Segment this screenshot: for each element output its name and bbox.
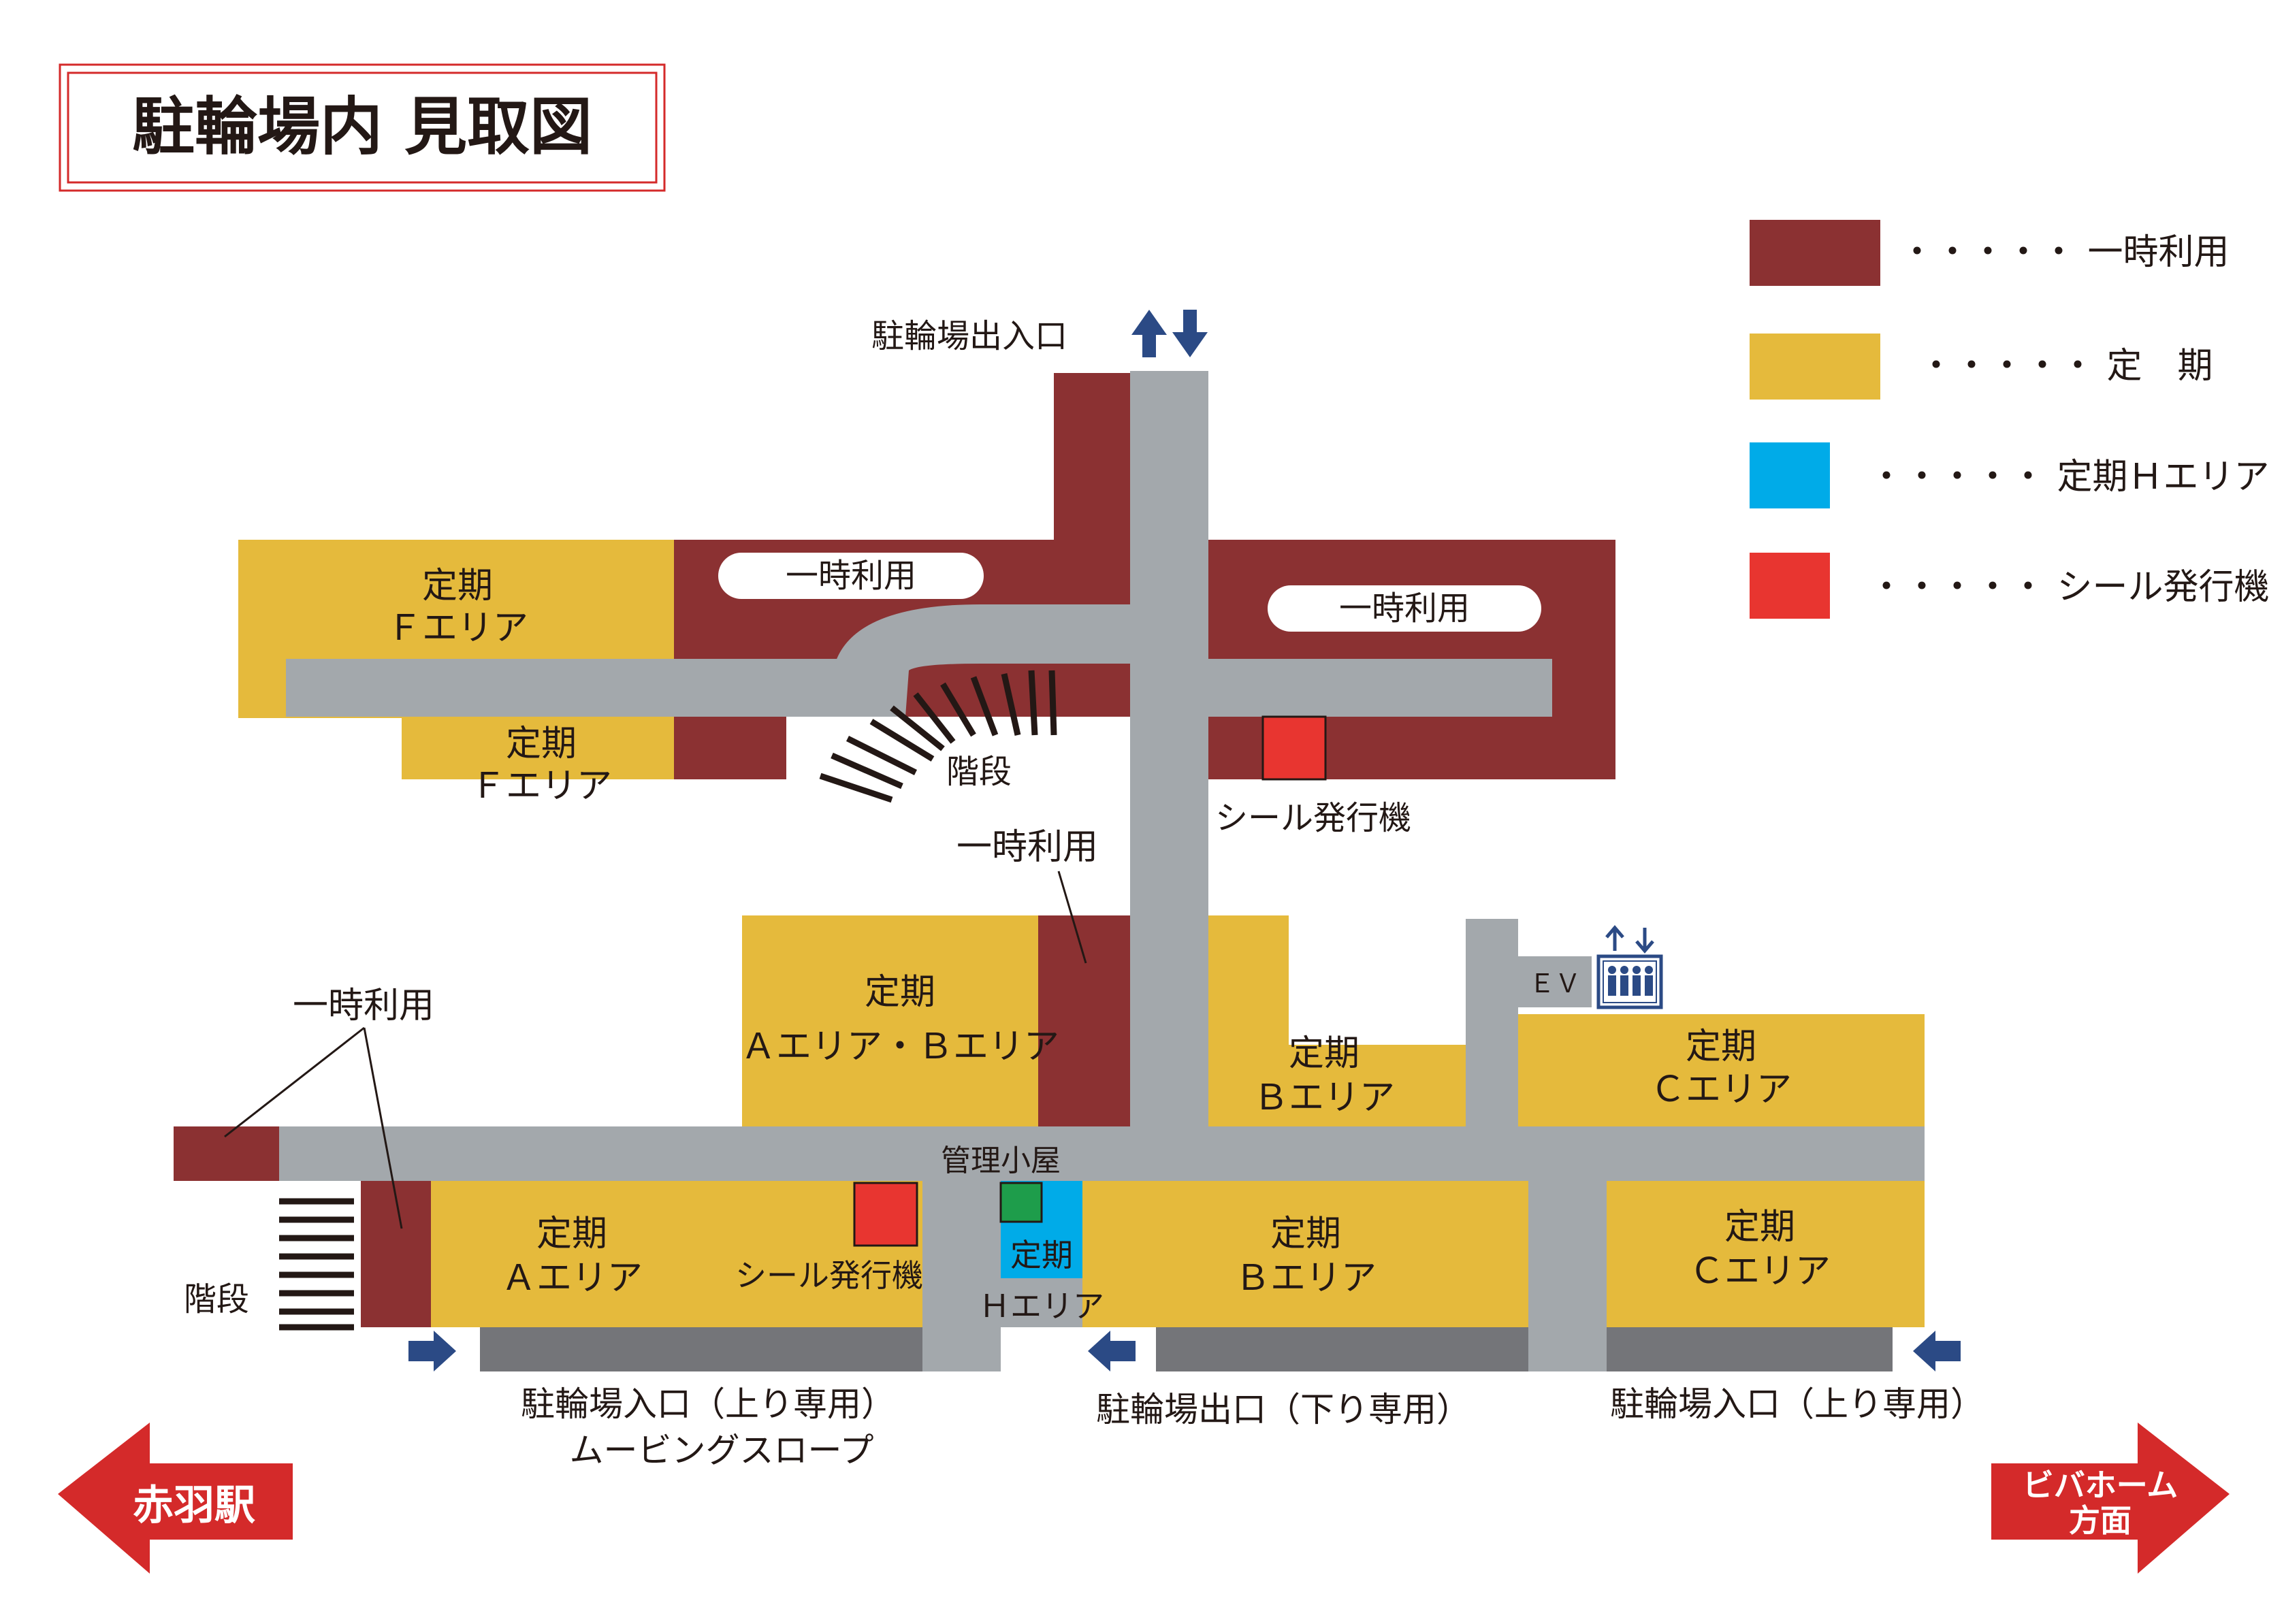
b-area-lower-label-b: Ｂエリア	[1235, 1258, 1377, 1299]
temp-pill-left	[718, 553, 984, 599]
legend-label-temporary: ・・・・・ 一時利用	[1899, 232, 2230, 273]
office-icon	[999, 1182, 1043, 1223]
stairs-lower-label: 階段	[184, 1280, 249, 1318]
entrance-up-1-label: 駐輪場入口（上り専用）	[521, 1384, 895, 1424]
stairs-lower-icon	[279, 1198, 354, 1331]
legend-swatch-h-area	[1750, 442, 1830, 508]
h-area-label-a: 定期	[1010, 1237, 1073, 1273]
regular-zone-ab	[742, 915, 1038, 1126]
entrance-up-2-label: 駐輪場入口（上り専用）	[1610, 1384, 1984, 1424]
c-area-upper-label-a: 定期	[1686, 1026, 1756, 1067]
ev-label: ＥＶ	[1529, 969, 1581, 998]
exit-down-label: 駐輪場出口（下り専用）	[1096, 1390, 1470, 1429]
ab-area-label-b: Ａエリア・Ｂエリア	[741, 1026, 1059, 1067]
aisle-h-gap	[1001, 1278, 1082, 1327]
legend-label-sticker: ・・・・・ シール発行機	[1869, 567, 2270, 608]
regular-zone-f-2	[402, 718, 674, 779]
slope-strip-right	[1607, 1327, 1893, 1371]
temp-left-label: 一時利用	[293, 986, 434, 1026]
temp-left-pointer-b	[363, 1027, 403, 1229]
aisle-lower-vertical-left	[922, 1181, 1001, 1371]
b-area-upper-label-b: Ｂエリア	[1253, 1077, 1395, 1118]
temp-zone-mid	[1038, 915, 1130, 1126]
c-area-lower-label-b: Ｃエリア	[1689, 1251, 1831, 1292]
b-area-upper-label-a: 定期	[1289, 1033, 1360, 1074]
aisle-upper-east	[1208, 659, 1552, 717]
slope-strip-mid	[1156, 1327, 1528, 1371]
legend-label-h-area: ・・・・・ 定期Ｈエリア	[1869, 457, 2270, 498]
left-arrow-icon	[1088, 1331, 1136, 1371]
main-entrance-label: 駐輪場出入口	[871, 317, 1067, 355]
legend-swatch-sticker	[1750, 553, 1830, 619]
regular-zone-c-lower	[1607, 1181, 1925, 1327]
sticker-machine-upper	[1261, 715, 1327, 781]
aisle-ev-vertical	[1466, 919, 1518, 1126]
a-area-label-b: Ａエリア	[501, 1258, 643, 1299]
regular-zone-b-upper-tall	[1208, 915, 1289, 1126]
slope-strip-left	[480, 1327, 922, 1371]
direction-left-label: 赤羽駅	[133, 1482, 255, 1529]
temp-pill-right	[1268, 585, 1541, 632]
temp-zone-upper-small	[674, 717, 786, 779]
direction-right-label-2: 方面	[2069, 1502, 2132, 1539]
elevator-icon	[1596, 925, 1663, 1009]
temp-mid-label: 一時利用	[956, 827, 1098, 868]
c-area-lower-label-a: 定期	[1724, 1207, 1795, 1248]
legend: ・・・・・ 一時利用 ・・・・・ 定 期 ・・・・・ 定期Ｈエリア ・・・・・ …	[1750, 220, 2270, 619]
f-area-1-label-a: 定期	[422, 566, 493, 606]
temp-pill-left-label: 一時利用	[786, 557, 916, 595]
f-area-2-label-a: 定期	[506, 724, 577, 764]
ab-area-label-a: 定期	[865, 972, 935, 1013]
temp-zone-lower-left	[361, 1181, 431, 1327]
direction-left-arrow: 赤羽駅	[58, 1423, 293, 1574]
temp-zone-north	[1054, 373, 1130, 540]
title-box: 駐輪場内 見取図	[59, 63, 666, 192]
regular-zone-a	[431, 1181, 922, 1327]
aisle-lower-vertical-right	[1528, 1181, 1607, 1371]
temp-left-pointer-a	[224, 1026, 365, 1138]
aisle-upper-west	[286, 659, 844, 717]
stairs-upper-label: 階段	[946, 753, 1012, 791]
regular-zone-b-lower	[1082, 1181, 1528, 1327]
regular-zone-c-upper	[1518, 1014, 1925, 1126]
regular-zone-b-upper	[1289, 1045, 1466, 1126]
right-arrow-icon	[408, 1331, 456, 1371]
temp-mid-pointer	[1057, 871, 1087, 964]
office-label: 管理小屋	[941, 1143, 1061, 1178]
c-area-upper-label-b: Ｃエリア	[1650, 1069, 1792, 1110]
left-arrow-icon-2	[1913, 1331, 1961, 1371]
legend-label-regular: ・・・・・ 定 期	[1918, 346, 2213, 387]
direction-right-arrow: ビバホーム 方面	[1991, 1423, 2230, 1574]
aisle-upper-curve	[834, 604, 1130, 717]
direction-right-label-1: ビバホーム	[2023, 1467, 2178, 1504]
sticker-machine-lower-label: シール発行機	[735, 1257, 923, 1294]
b-area-lower-label-a: 定期	[1270, 1214, 1341, 1254]
aisle-ev-horizontal	[1518, 956, 1592, 1007]
h-area-label-b: Ｈエリア	[979, 1288, 1104, 1325]
aisle-north-vertical	[1130, 371, 1208, 1126]
f-area-1-label-b: Ｆエリア	[387, 608, 528, 649]
temp-pill-right-label: 一時利用	[1339, 589, 1470, 628]
up-down-arrow-icon	[1131, 310, 1208, 357]
legend-swatch-temporary	[1750, 220, 1880, 286]
sticker-machine-upper-label: シール発行機	[1215, 799, 1411, 837]
legend-swatch-regular	[1750, 334, 1880, 400]
map-title: 駐輪場内 見取図	[132, 91, 592, 163]
moving-slope-label: ムービングスロープ	[570, 1431, 874, 1470]
a-area-label-a: 定期	[536, 1214, 607, 1254]
stairs-upper-icon	[819, 670, 1057, 803]
f-area-2-label-b: Ｆエリア	[470, 766, 612, 807]
aisle-main-horizontal	[279, 1126, 1925, 1181]
sticker-machine-lower	[853, 1182, 918, 1247]
